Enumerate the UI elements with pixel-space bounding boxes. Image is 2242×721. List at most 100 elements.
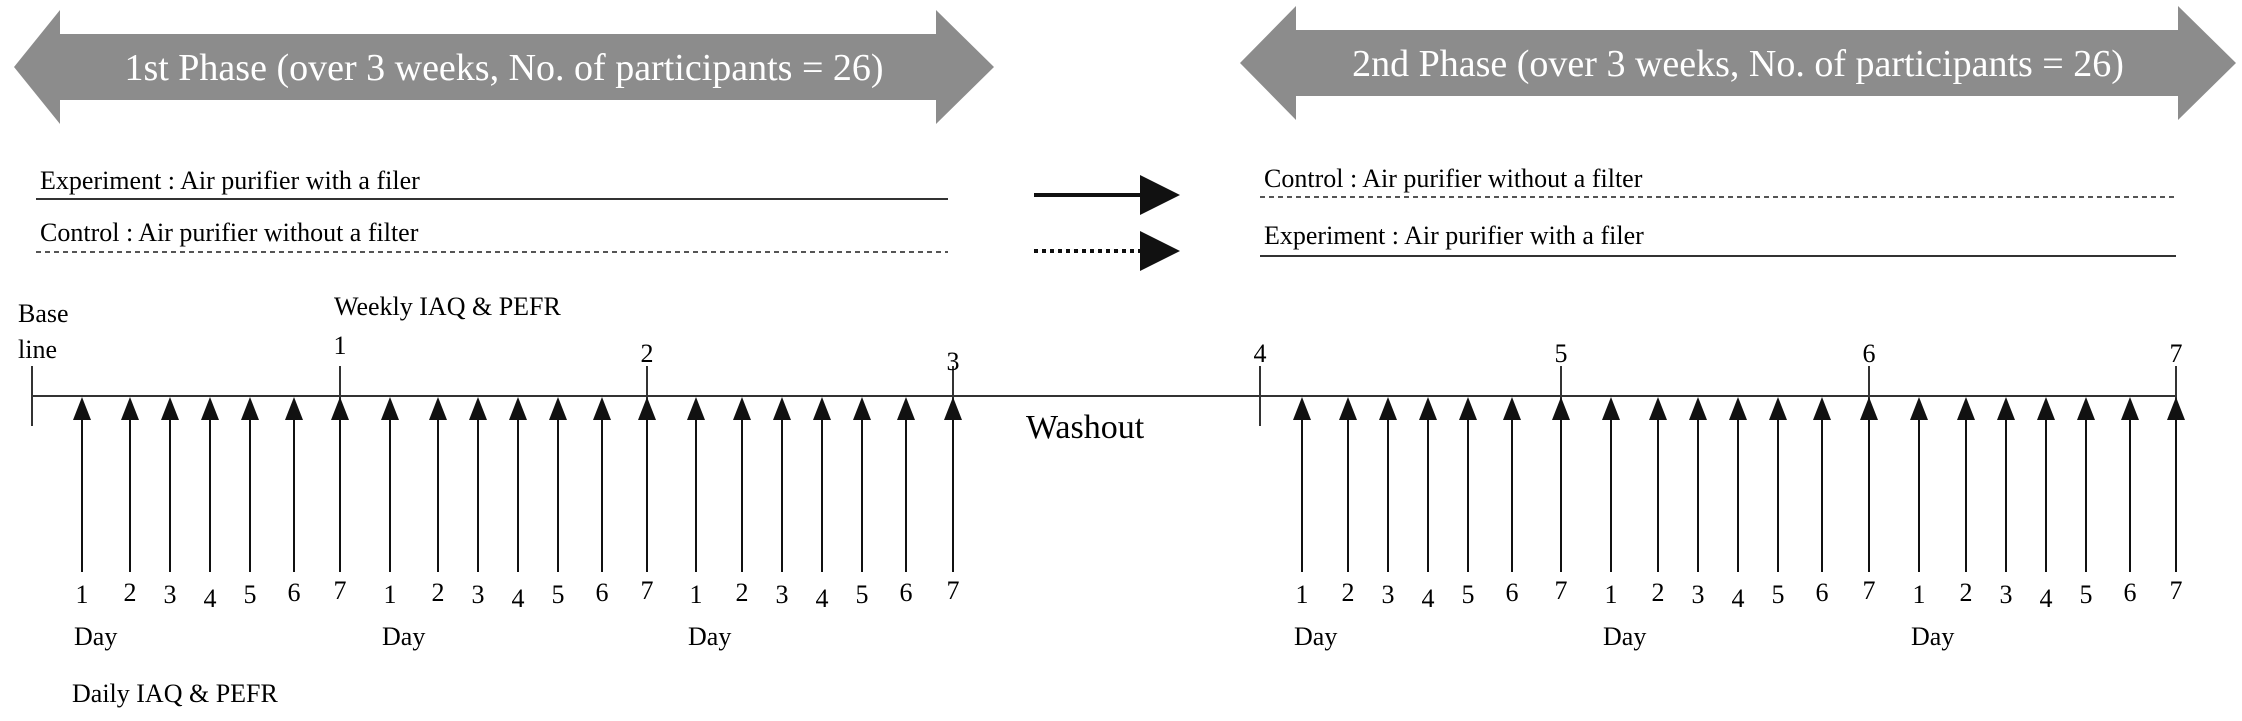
day-arrow-head <box>1689 397 1707 420</box>
legend-left: Experiment : Air purifier with a filer C… <box>36 166 948 253</box>
day-arrow-head <box>1910 397 1928 420</box>
weekly-measure-label: Weekly IAQ & PEFR <box>334 292 561 321</box>
legend-left-control-label: Control : Air purifier without a filter <box>40 218 419 247</box>
phase2-banner: 2nd Phase (over 3 weeks, No. of particip… <box>1240 6 2236 120</box>
day-number-label: 5 <box>856 580 869 609</box>
timeline: Base line Weekly IAQ & PEFR Washout Dail… <box>18 292 2185 708</box>
phase2-label: 2nd Phase (over 3 weeks, No. of particip… <box>1352 43 2124 85</box>
day-number-label: 1 <box>1913 580 1926 609</box>
day-arrow-head <box>549 397 567 420</box>
day-word-label: Day <box>688 622 731 651</box>
day-number-label: 4 <box>512 584 525 613</box>
day-arrow-head <box>2077 397 2095 420</box>
day-number-label: 1 <box>1296 580 1309 609</box>
day-number-label: 5 <box>552 580 565 609</box>
day-number-label: 6 <box>900 578 913 607</box>
day-arrow-head <box>509 397 527 420</box>
day-number-label: 7 <box>641 576 654 605</box>
day-arrow-head <box>121 397 139 420</box>
day-number-label: 3 <box>1382 580 1395 609</box>
day-number-label: 6 <box>1506 578 1519 607</box>
week-number-label: 5 <box>1555 339 1568 368</box>
legend-right-experiment-label: Experiment : Air purifier with a filer <box>1264 221 1644 250</box>
day-number-label: 6 <box>596 578 609 607</box>
day-arrow-head <box>1860 397 1878 420</box>
day-number-label: 3 <box>472 580 485 609</box>
day-number-label: 2 <box>1652 578 1665 607</box>
day-arrow-head <box>2121 397 2139 420</box>
day-arrow-head <box>73 397 91 420</box>
day-number-label: 4 <box>204 584 217 613</box>
washout-label: Washout <box>1026 409 1145 446</box>
phase1-banner: 1st Phase (over 3 weeks, No. of particip… <box>14 10 994 124</box>
day-number-label: 4 <box>1422 584 1435 613</box>
day-number-label: 5 <box>2080 580 2093 609</box>
day-number-label: 4 <box>816 584 829 613</box>
week-number-label: 6 <box>1863 339 1876 368</box>
day-arrow-head <box>1997 397 2015 420</box>
day-number-label: 6 <box>1816 578 1829 607</box>
day-arrow-head <box>1729 397 1747 420</box>
day-arrow-head <box>944 397 962 420</box>
day-number-label: 6 <box>2124 578 2137 607</box>
day-number-label: 7 <box>2170 576 2183 605</box>
legend-right-control-label: Control : Air purifier without a filter <box>1264 164 1643 193</box>
day-number-label: 7 <box>1555 576 1568 605</box>
week-number-label: 4 <box>1254 339 1267 368</box>
day-number-label: 3 <box>2000 580 2013 609</box>
day-number-label: 1 <box>1605 580 1618 609</box>
week-number-label: 1 <box>334 331 347 360</box>
day-arrow-head <box>773 397 791 420</box>
day-arrow-head <box>733 397 751 420</box>
day-arrow-head <box>1419 397 1437 420</box>
day-word-label: Day <box>1603 622 1646 651</box>
week-number-label: 3 <box>947 347 960 376</box>
day-number-label: 2 <box>736 578 749 607</box>
day-number-label: 2 <box>1960 578 1973 607</box>
day-number-label: 2 <box>124 578 137 607</box>
day-arrow-head <box>1957 397 1975 420</box>
day-arrow-head <box>1552 397 1570 420</box>
day-number-label: 7 <box>947 576 960 605</box>
baseline-label-line2: line <box>18 335 57 364</box>
phase2-double-arrow-shape <box>1240 6 2236 120</box>
day-arrow-head <box>2167 397 2185 420</box>
day-number-label: 2 <box>432 578 445 607</box>
day-arrow-head <box>1769 397 1787 420</box>
day-arrow-head <box>2037 397 2055 420</box>
day-word-label: Day <box>74 622 117 651</box>
day-arrow-head <box>161 397 179 420</box>
week-number-label: 7 <box>2170 339 2183 368</box>
day-arrow-head <box>593 397 611 420</box>
day-arrow-head <box>897 397 915 420</box>
day-number-label: 7 <box>334 576 347 605</box>
day-arrow-head <box>201 397 219 420</box>
day-arrow-head <box>1503 397 1521 420</box>
day-arrow-head <box>1379 397 1397 420</box>
day-arrow-head <box>1602 397 1620 420</box>
day-number-label: 3 <box>776 580 789 609</box>
legend-left-experiment-label: Experiment : Air purifier with a filer <box>40 166 420 195</box>
day-arrow-head <box>331 397 349 420</box>
day-word-label: Day <box>1294 622 1337 651</box>
legend-right: Control : Air purifier without a filter … <box>1260 164 2176 257</box>
daily-measure-label: Daily IAQ & PEFR <box>72 679 279 708</box>
day-number-label: 1 <box>76 580 89 609</box>
day-number-label: 2 <box>1342 578 1355 607</box>
day-arrow-head <box>429 397 447 420</box>
day-arrow-head <box>381 397 399 420</box>
crossover-arrows <box>1034 175 1180 271</box>
day-arrow-head <box>853 397 871 420</box>
day-arrow-head <box>687 397 705 420</box>
day-arrow-head <box>1293 397 1311 420</box>
day-arrow-head <box>285 397 303 420</box>
day-arrow-head <box>1649 397 1667 420</box>
day-word-label: Day <box>382 622 425 651</box>
day-arrow-head <box>1339 397 1357 420</box>
day-number-label: 4 <box>1732 584 1745 613</box>
day-number-label: 1 <box>384 580 397 609</box>
day-number-label: 5 <box>1462 580 1475 609</box>
day-number-label: 3 <box>1692 580 1705 609</box>
day-number-label: 5 <box>244 580 257 609</box>
week-number-label: 2 <box>641 339 654 368</box>
